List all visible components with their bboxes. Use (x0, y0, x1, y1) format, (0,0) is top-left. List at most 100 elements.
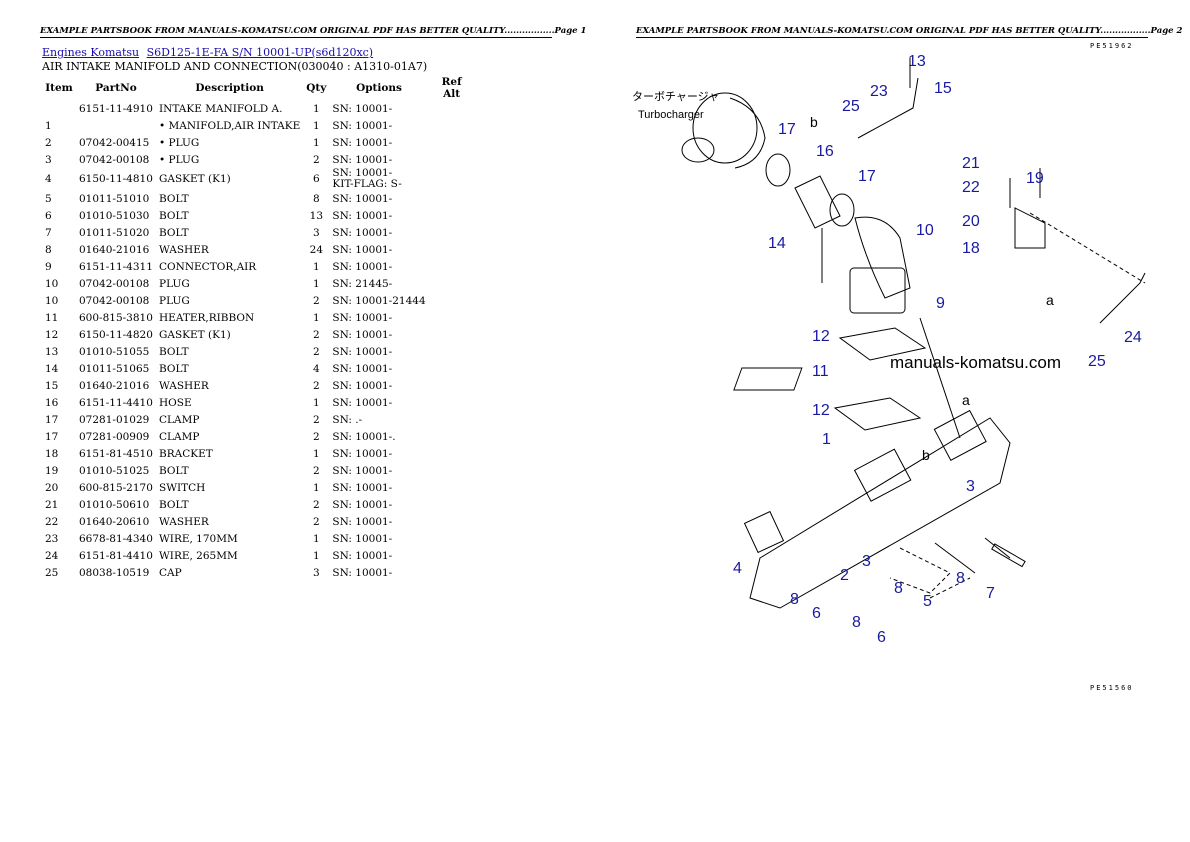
cell-options: SN: 10001- (332, 447, 393, 460)
callout-24: 24 (1124, 329, 1142, 346)
parts-diagram: ターボチャージャ Turbocharger manuals-komatsu.co… (632, 42, 1146, 692)
cell-item: 11 (45, 311, 59, 324)
cell-qty: 2 (312, 328, 320, 341)
cell-item: 13 (45, 345, 59, 358)
figure-code-top: PE51962 (1090, 42, 1134, 50)
cell-item: 10 (45, 294, 59, 307)
col-partno: PartNo (95, 82, 137, 94)
cell-qty: 1 (312, 481, 320, 494)
callout-6: 6 (812, 605, 821, 622)
turbocharger-part (692, 92, 758, 164)
cell-options: SN: 10001- (332, 136, 393, 149)
cell-partno: 600-815-3810 (79, 311, 153, 324)
cell-item: 9 (45, 260, 52, 273)
cell-options: SN: 10001- (332, 345, 393, 358)
cell-item: 24 (45, 549, 59, 562)
callout-25: 25 (842, 98, 860, 115)
cell-ref-alt (429, 360, 475, 377)
cell-qty: 1 (312, 260, 320, 273)
cell-options: SN: 10001- (332, 566, 393, 579)
callout-8: 8 (956, 570, 965, 587)
callout-17: 17 (858, 168, 876, 185)
cell-description: BRACKET (159, 447, 213, 460)
cell-qty: 2 (312, 498, 320, 511)
cell-ref-alt (429, 547, 475, 564)
cell-qty: 1 (312, 119, 320, 132)
cell-description: HOSE (159, 396, 192, 409)
callout-5: 5 (923, 593, 932, 610)
cell-ref-alt (429, 428, 475, 445)
cell-ref-alt (429, 117, 475, 134)
cell-item: 16 (45, 396, 59, 409)
cell-qty: 3 (312, 566, 320, 579)
cell-partno: 01640-21016 (79, 379, 150, 392)
cell-ref-alt (429, 134, 475, 151)
cell-partno: 6151-11-4311 (79, 260, 153, 273)
cell-description: HEATER,RIBBON (159, 311, 255, 324)
cell-qty: 6 (312, 173, 320, 185)
gasket-lower (833, 397, 922, 431)
cell-qty: 1 (312, 311, 320, 324)
callout-b: b (810, 114, 818, 130)
cell-partno: 6151-11-4410 (79, 396, 153, 409)
callout-18: 18 (962, 240, 980, 257)
cell-partno: 01010-51025 (79, 464, 150, 477)
cell-options: SN: 10001- (332, 226, 393, 239)
cell-ref-alt (429, 496, 475, 513)
col-ref-alt: Ref Alt (441, 76, 462, 100)
cell-qty: 1 (312, 447, 320, 460)
cell-qty: 2 (312, 379, 320, 392)
cell-qty: 1 (312, 277, 320, 290)
cell-item: 1 (45, 119, 52, 132)
cell-partno: 6151-11-4910 (79, 102, 153, 115)
cell-ref-alt (429, 190, 475, 207)
cell-options: SN: 10001- (332, 379, 393, 392)
cell-ref-alt (429, 564, 475, 581)
callout-13: 13 (908, 53, 926, 70)
cell-ref-alt (429, 224, 475, 241)
callout-23: 23 (870, 83, 888, 100)
cell-ref-alt (429, 292, 475, 309)
cell-options: SN: 10001- (332, 498, 393, 511)
cell-qty: 13 (309, 209, 324, 222)
callout-22: 22 (962, 179, 980, 196)
callout-17: 17 (778, 121, 796, 138)
cell-ref-alt (429, 168, 475, 190)
cell-options: SN: 10001-21444 (332, 294, 426, 307)
breadcrumb-link-engines[interactable]: Engines Komatsu (42, 46, 140, 59)
cell-item: 17 (45, 413, 59, 426)
cell-ref-alt (429, 241, 475, 258)
cell-description: • PLUG (159, 153, 200, 166)
callout-19: 19 (1026, 170, 1044, 187)
cell-ref-alt (429, 326, 475, 343)
page-header-2: EXAMPLE PARTSBOOK FROM MANUALS-KOMATSU.C… (636, 26, 1183, 38)
bracket-part (1014, 207, 1046, 249)
air-connector-part (854, 216, 911, 299)
cell-description: CONNECTOR,AIR (159, 260, 257, 273)
cell-partno (76, 117, 156, 134)
cell-ref-alt (429, 377, 475, 394)
cell-options: SN: 10001-KIT-FLAG: S- (332, 167, 402, 190)
cell-options: SN: 10001- (332, 549, 393, 562)
cell-item: 25 (45, 566, 59, 579)
cell-ref-alt (429, 411, 475, 428)
cell-partno: 01011-51010 (79, 192, 150, 205)
cell-item: 5 (45, 192, 52, 205)
cell-description: GASKET (K1) (159, 173, 231, 185)
breadcrumb-link-model[interactable]: S6D125-1E-FA S/N 10001-UP(s6d120xc) (146, 46, 374, 59)
section-title: AIR INTAKE MANIFOLD AND CONNECTION(03004… (42, 60, 428, 73)
callout-a: a (1046, 292, 1054, 308)
cell-item: 22 (45, 515, 59, 528)
